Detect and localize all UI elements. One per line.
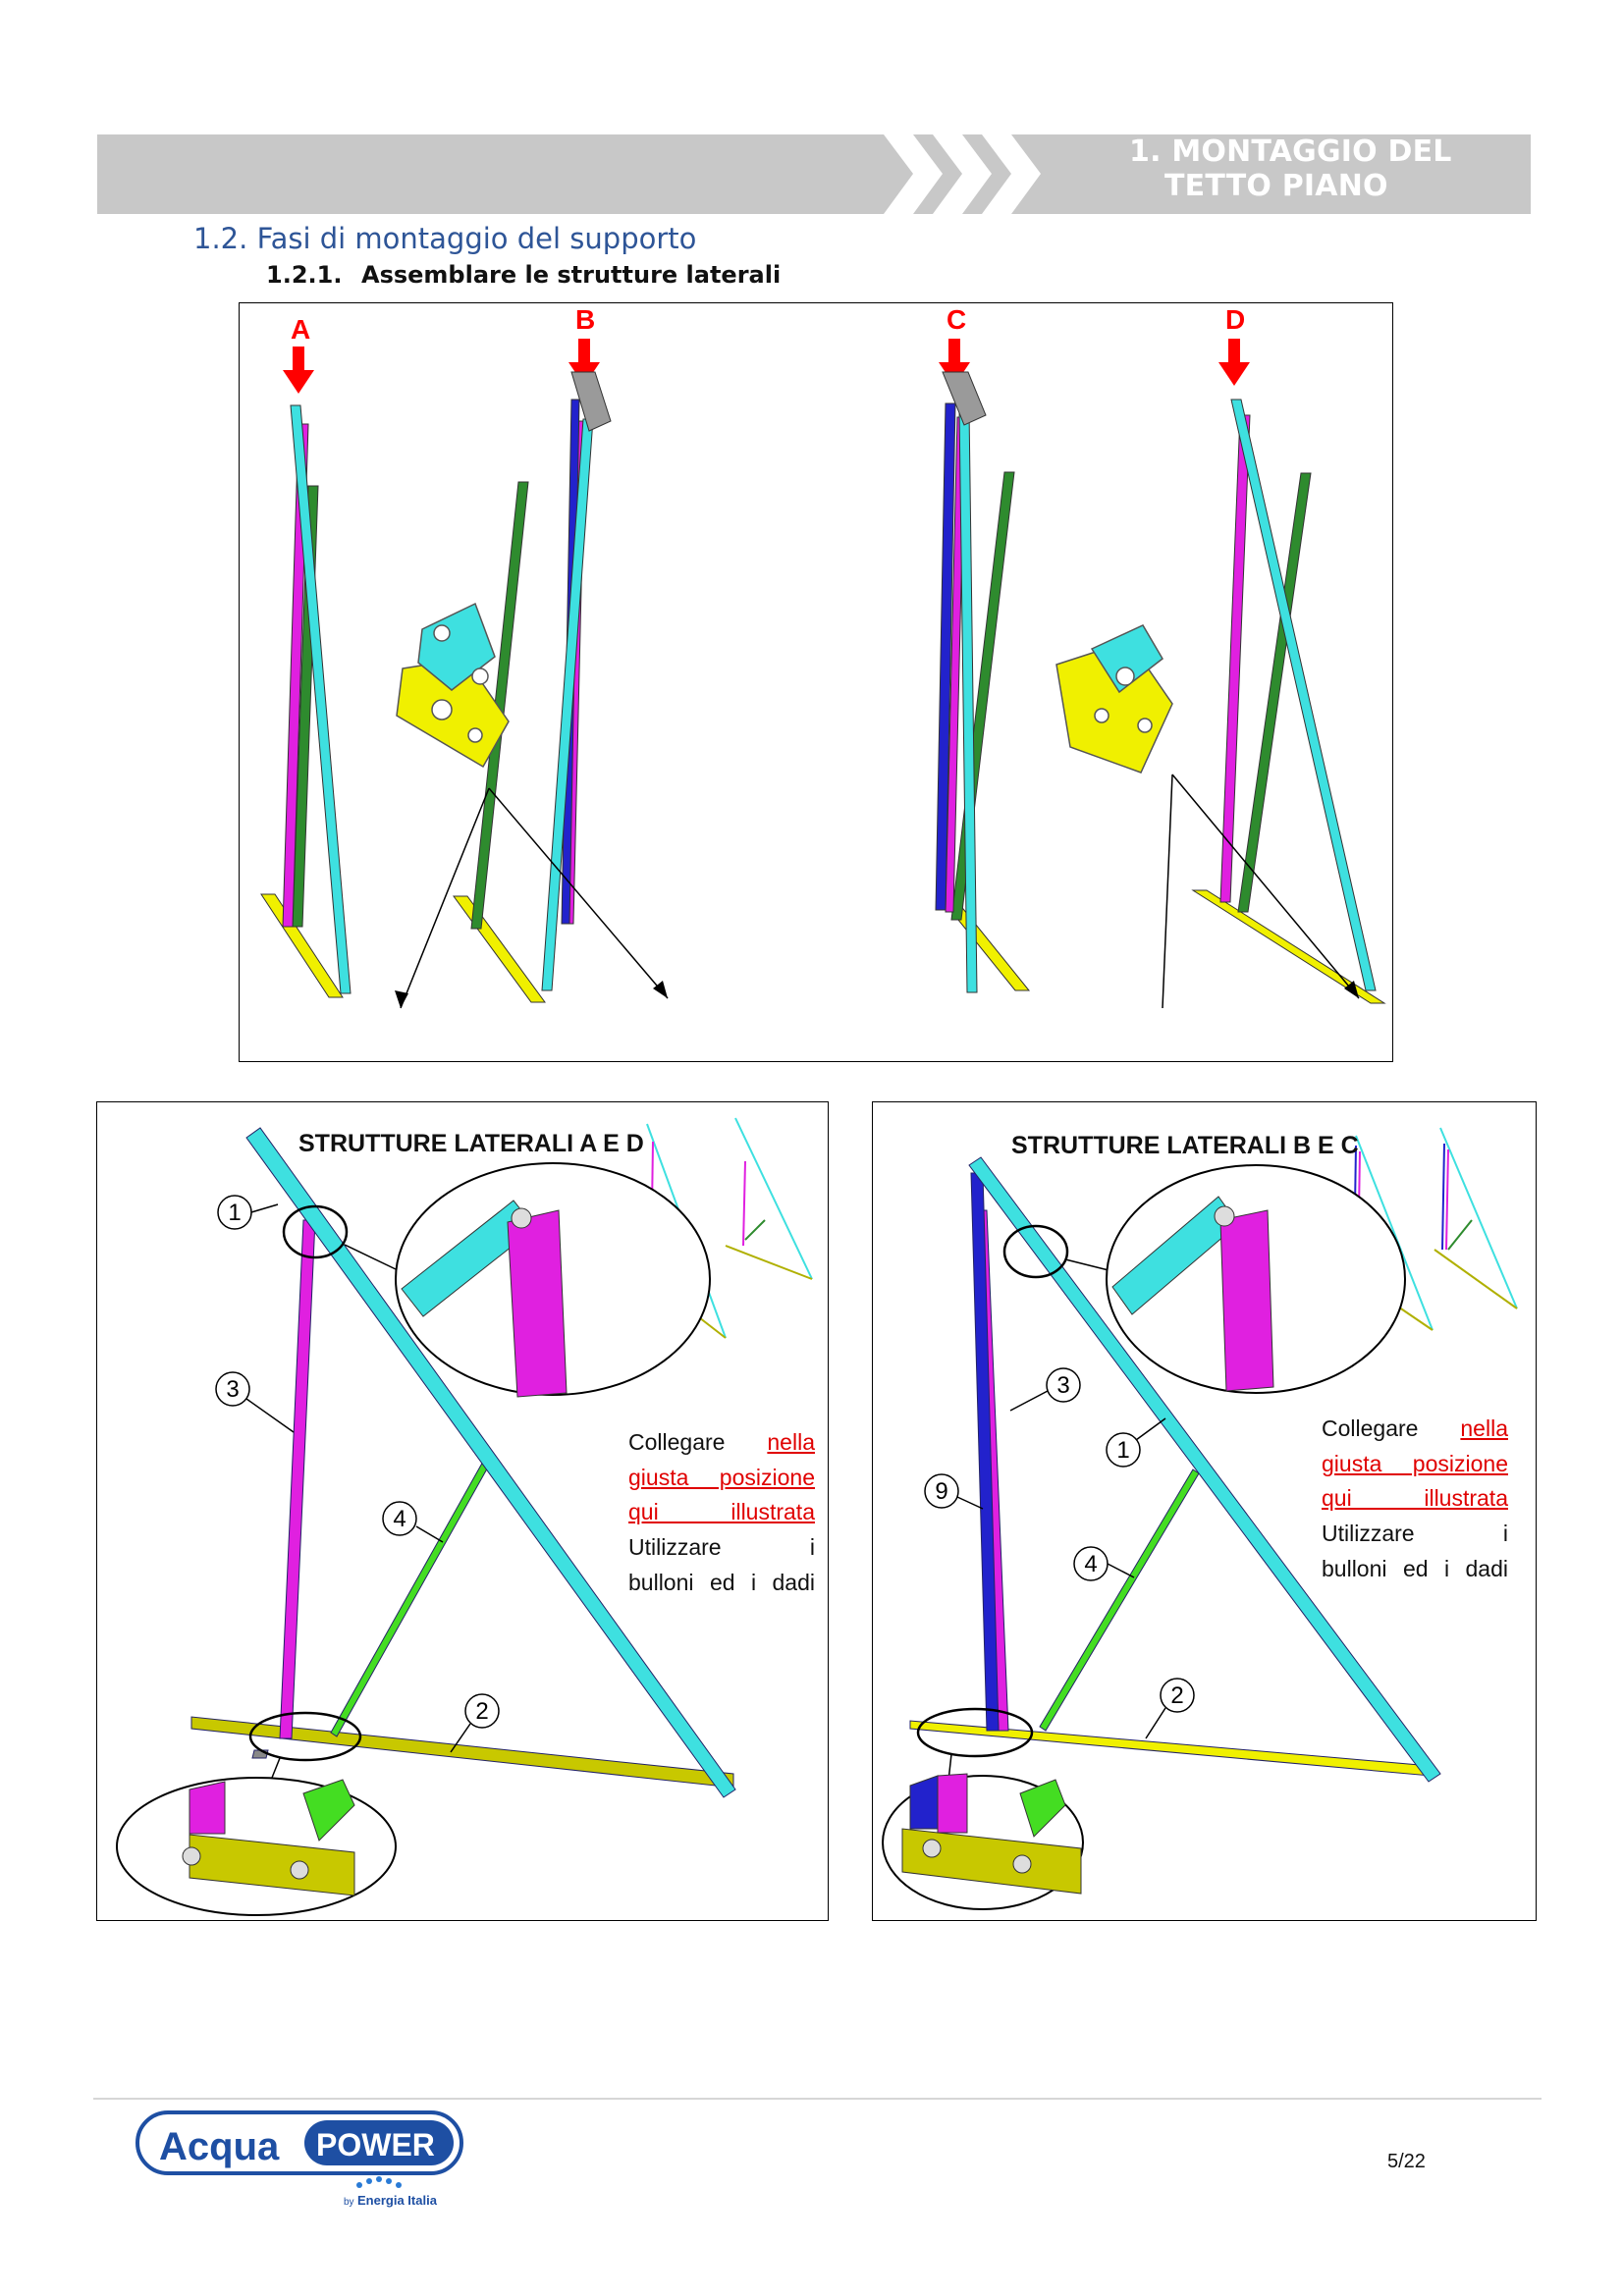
section-heading: 1.2. Fasi di montaggio del supporto [193, 222, 696, 255]
bracket-detail-right [1055, 624, 1173, 774]
bracket-detail-left [396, 602, 510, 769]
header-title-line2: TETTO PIANO [1164, 168, 1388, 203]
callout-2: 2 [1145, 1678, 1195, 1739]
marker-a-label: A [291, 314, 310, 345]
zoom-detail-bottom [882, 1773, 1084, 1910]
structure-a [260, 404, 352, 998]
callout-4: 4 [382, 1501, 444, 1543]
instruction-text-a-d: Collegare nella giusta posizione qui ill… [628, 1429, 815, 1595]
pointer-arrowheads [395, 981, 1359, 1008]
page-number: 5/22 [1387, 2151, 1426, 2172]
callout-4: 4 [1073, 1546, 1135, 1581]
structure-b [453, 371, 612, 1003]
marker-c-label: C [947, 304, 966, 335]
svg-text:1: 1 [1116, 1437, 1129, 1464]
lateral-structures-b-c-panel: 1 2 3 4 9 STRUTTURE LATERALI B E C Colle… [872, 1101, 1537, 1921]
subsection-heading: 1.2.1. Assemblare le strutture laterali [266, 261, 781, 289]
subsection-title: Assemblare le strutture laterali [361, 261, 782, 289]
zoom-detail-top [1106, 1164, 1406, 1394]
instruction-text-b-c: Collegare nella giusta posizione qui ill… [1322, 1415, 1508, 1581]
header-title-line1: 1. MONTAGGIO DEL [1129, 134, 1452, 169]
structure-d [1191, 399, 1386, 1004]
marker-a: A [283, 314, 314, 394]
detail-marker-bottom [248, 1711, 362, 1762]
callout-1: 1 [1106, 1417, 1166, 1468]
callout-9: 9 [924, 1473, 984, 1510]
structure-c [935, 371, 1031, 993]
subsection-number: 1.2.1. [266, 261, 343, 289]
panel-title-b-c: STRUTTURE LATERALI B E C [1011, 1132, 1359, 1159]
svg-text:3: 3 [1056, 1372, 1069, 1399]
header-bar [97, 134, 1531, 214]
svg-text:2: 2 [1170, 1682, 1183, 1709]
acqua-power-logo: Acqua POWER by Energia Italia [135, 2110, 463, 2208]
svg-text:2: 2 [475, 1698, 488, 1725]
main-structure-b-c [909, 1156, 1441, 1783]
detail-marker-bottom [916, 1707, 1034, 1758]
lateral-structures-a-d-drawing: 1 2 3 4 [116, 1117, 813, 1916]
svg-text:4: 4 [1084, 1551, 1097, 1577]
section-number: 1.2. [193, 222, 248, 255]
callout-2: 2 [450, 1693, 500, 1753]
marker-d-label: D [1225, 304, 1245, 335]
callout-3: 3 [215, 1371, 295, 1433]
svg-text:1: 1 [228, 1200, 241, 1226]
svg-text:POWER: POWER [316, 2127, 435, 2163]
lateral-structures-b-c-drawing: 1 2 3 4 9 [882, 1127, 1518, 1910]
pointer-lines [400, 774, 1360, 1009]
svg-text:by: by [344, 2197, 354, 2208]
svg-text:Energia Italia: Energia Italia [357, 2193, 438, 2208]
zoom-detail-top [395, 1162, 711, 1398]
detail-marker-top [282, 1204, 349, 1259]
svg-text:Acqua: Acqua [159, 2125, 280, 2168]
zoom-detail-bottom [116, 1777, 397, 1916]
marker-d: D [1218, 304, 1250, 386]
header-title: 1. MONTAGGIO DEL TETTO PIANO [1129, 134, 1522, 203]
detail-marker-top [1002, 1224, 1069, 1279]
main-structure-a-d [190, 1127, 736, 1798]
lateral-structures-a-d-panel: 1 2 3 4 STRUTTURE LATERALI A E D Collega… [96, 1101, 829, 1921]
marker-b-label: B [575, 304, 595, 335]
assembly-overview-figure: A B C D [239, 302, 1393, 1062]
section-title: Fasi di montaggio del supporto [256, 222, 697, 255]
callout-1: 1 [217, 1195, 279, 1230]
callout-3: 3 [1009, 1367, 1081, 1412]
svg-text:4: 4 [393, 1506, 406, 1532]
svg-text:3: 3 [226, 1376, 239, 1403]
assembly-overview-drawing: A B C D [260, 304, 1386, 1009]
panel-title-a-d: STRUTTURE LATERALI A E D [298, 1130, 644, 1157]
footer-rule [93, 2098, 1542, 2100]
svg-text:9: 9 [935, 1478, 947, 1505]
header-chevrons-icon [884, 134, 1041, 214]
